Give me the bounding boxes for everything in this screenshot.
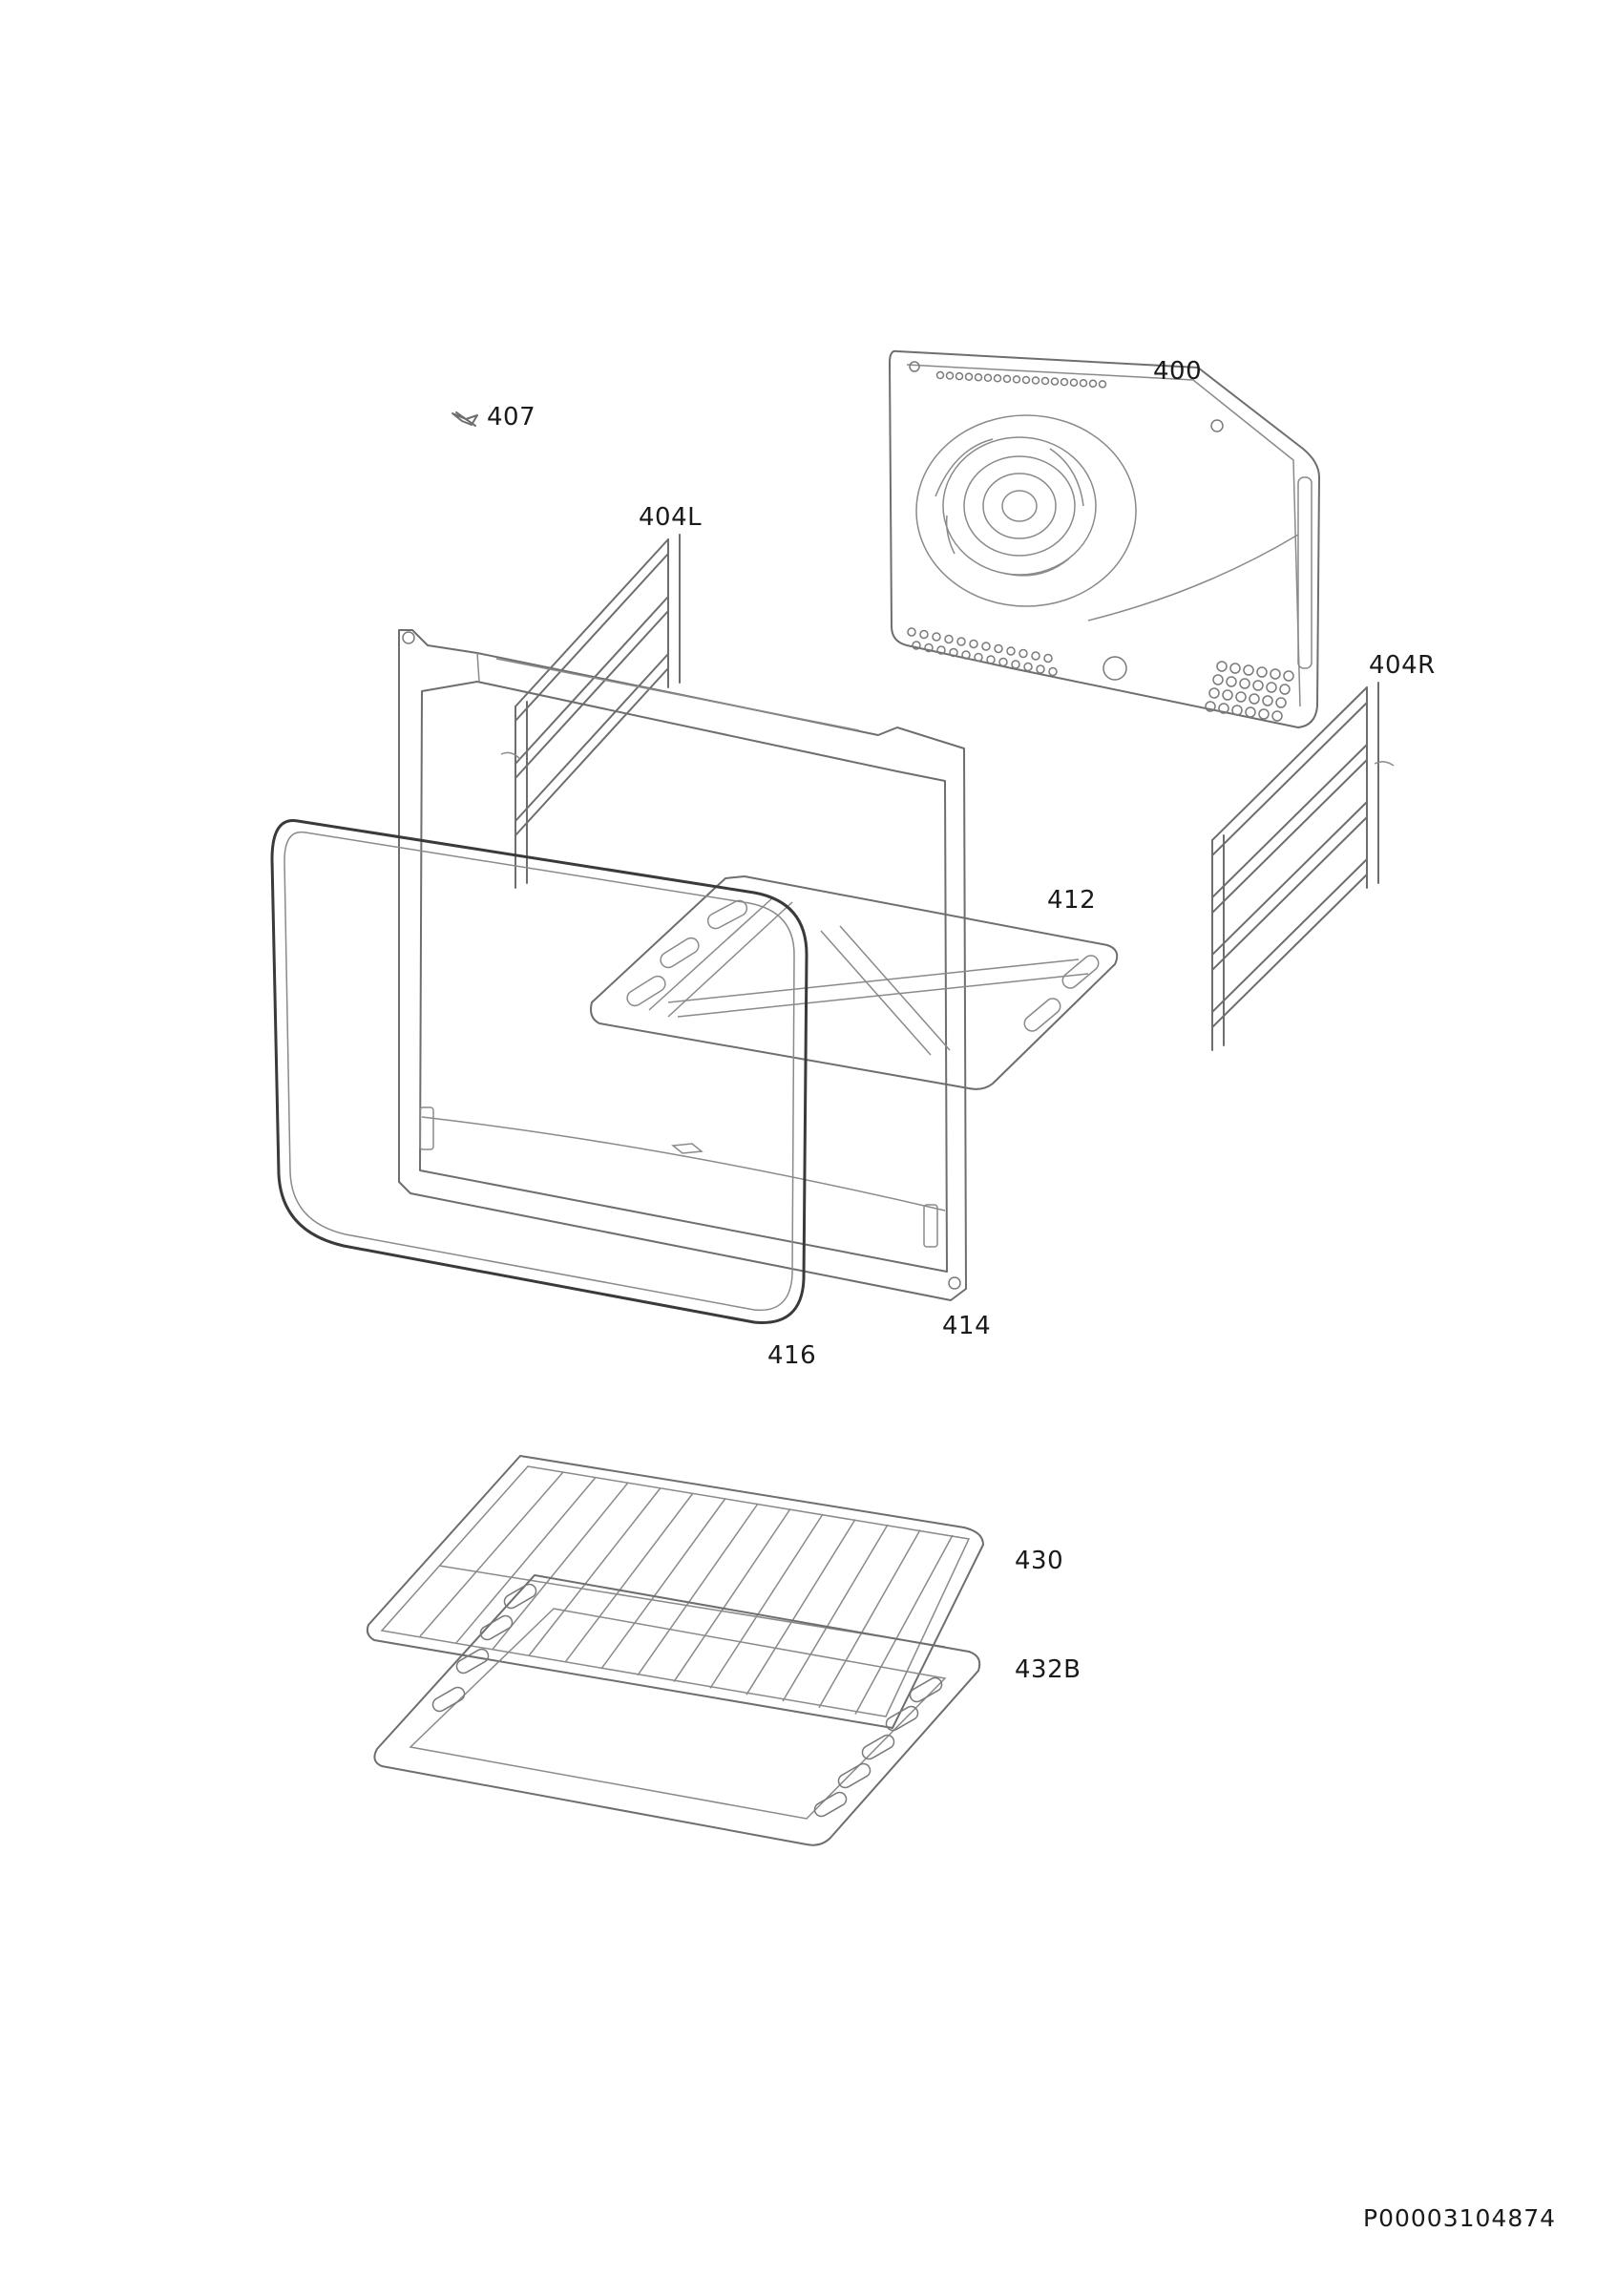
baking-tray-432B-drawing (373, 1574, 981, 1846)
bottom-plate-412-drawing (590, 875, 1119, 1090)
part-label-414: 414 (942, 1312, 992, 1340)
cavity-frame-414-drawing (398, 629, 967, 1301)
part-label-412: 412 (1047, 886, 1097, 915)
part-label-404R: 404R (1369, 651, 1436, 680)
shelf-runner-404R-drawing (1211, 682, 1395, 1051)
part-label-416: 416 (767, 1341, 817, 1370)
back-panel-400-drawing (889, 349, 1320, 728)
part-label-430: 430 (1015, 1547, 1064, 1575)
wire-rack-430-drawing (366, 1455, 984, 1729)
document-id: P00003104874 (1363, 2204, 1557, 2232)
door-seal-416-drawing (270, 819, 808, 1324)
screw-407-drawing (452, 411, 478, 427)
part-label-400: 400 (1153, 357, 1203, 386)
part-label-404L: 404L (639, 503, 703, 532)
part-label-407: 407 (487, 403, 536, 432)
part-label-432B: 432B (1015, 1655, 1082, 1684)
shelf-runner-404L-drawing (500, 534, 681, 889)
